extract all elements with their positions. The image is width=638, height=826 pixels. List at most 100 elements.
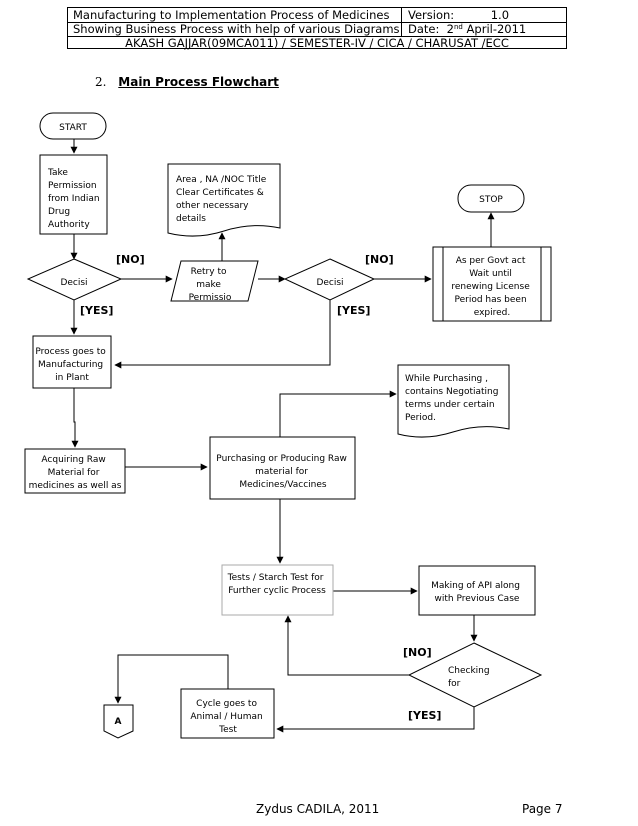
take-permission-line: Permission [48, 181, 97, 191]
process-plant-line: Process goes to [35, 347, 106, 357]
purchasing-line: Medicines/Vaccines [239, 480, 327, 490]
take-permission-line: from Indian [48, 194, 100, 204]
checking-line: for [448, 679, 461, 689]
date-sup: nd [454, 23, 463, 31]
tests-line: Further cyclic Process [228, 586, 326, 596]
area-doc-line: other necessary [176, 201, 249, 211]
arrow-cycle-to-connector [114, 654, 229, 704]
purchasing-notes-line: terms under certain [405, 400, 495, 410]
footer-page-number: Page 7 [522, 802, 563, 816]
govt-act-line: expired. [474, 308, 511, 318]
process-plant-box: Process goes to Manufacturing in Plant [32, 335, 112, 389]
purchasing-box: Purchasing or Producing Raw material for… [209, 436, 356, 500]
arrow-plant-to-acquire [71, 388, 79, 448]
acquiring-line: medicines as well as [29, 481, 122, 491]
take-permission-line: Authority [48, 220, 90, 230]
yes-label: [YES] [408, 709, 441, 722]
acquiring-text: Acquiring Raw Material for medicines as … [29, 455, 122, 491]
purchasing-text: Purchasing or Producing Raw material for… [216, 454, 349, 490]
no-label: [NO] [365, 253, 394, 266]
purchasing-notes-line: Period. [405, 413, 436, 423]
date-prefix: Date: 2 [408, 22, 454, 36]
checking-text: Checking for [448, 666, 492, 689]
govt-act-line: renewing License [451, 282, 530, 292]
purchasing-notes: While Purchasing , contains Negotiating … [397, 364, 510, 438]
stop-label: STOP [479, 195, 503, 205]
cycle-line: Animal / Human [190, 712, 262, 722]
tests-box: Tests / Starch Test for Further cyclic P… [221, 564, 334, 616]
off-page-connector: A [103, 704, 134, 739]
section-number: 2. [95, 75, 107, 89]
checking-line: Checking [448, 666, 490, 676]
arrow-checking-to-cycle [276, 707, 475, 733]
acquiring-line: Material for [48, 468, 100, 478]
decision-1: Decisi [26, 258, 123, 301]
govt-act-text: As per Govt act Wait until renewing Lice… [451, 256, 532, 318]
yes-label: [YES] [80, 304, 113, 317]
retry-text: Retry to make Permissio [189, 267, 232, 303]
purchasing-notes-line: While Purchasing , [405, 374, 488, 384]
govt-act-line: Wait until [469, 269, 512, 279]
page-header: Manufacturing to Implementation Process … [67, 7, 568, 50]
start-terminator: START [39, 112, 107, 140]
checking-decision: Checking for [407, 642, 543, 708]
start-label: START [59, 123, 87, 133]
api-line: with Previous Case [435, 594, 520, 604]
tests-line: Tests / Starch Test for [227, 573, 324, 583]
no-label: [NO] [403, 646, 432, 659]
retry-line: Permissio [189, 293, 232, 303]
connector-lines [70, 139, 495, 733]
retry-box: Retry to make Permissio [170, 260, 259, 303]
area-doc-line: Clear Certificates & [176, 188, 264, 198]
version: Version: 1.0 [401, 8, 568, 22]
area-documents: Area , NA /NOC Title Clear Certificates … [167, 163, 281, 237]
purchasing-notes-text: While Purchasing , contains Negotiating … [405, 374, 501, 423]
footer-company: Zydus CADILA, 2011 [256, 802, 380, 816]
document-title: Manufacturing to Implementation Process … [73, 8, 390, 22]
govt-act-line: As per Govt act [456, 256, 526, 266]
tests-text: Tests / Starch Test for Further cyclic P… [227, 573, 327, 596]
area-documents-text: Area , NA /NOC Title Clear Certificates … [176, 175, 269, 224]
no-label: [NO] [116, 253, 145, 266]
header-row-2: Showing Business Process with help of va… [68, 22, 566, 37]
cycle-box: Cycle goes to Animal / Human Test [180, 688, 275, 739]
process-plant-text: Process goes to Manufacturing in Plant [35, 347, 108, 383]
govt-act-line: Period has been [454, 295, 526, 305]
take-permission-line: Drug [48, 207, 70, 217]
process-plant-line: in Plant [55, 373, 89, 383]
cycle-text: Cycle goes to Animal / Human Test [190, 699, 265, 735]
process-plant-line: Manufacturing [38, 360, 103, 370]
purchasing-line: Purchasing or Producing Raw [216, 454, 347, 464]
stop-terminator: STOP [457, 184, 525, 213]
api-box: Making of API along with Previous Case [418, 565, 536, 616]
take-permission-text: Take Permission from Indian Drug Authori… [47, 168, 102, 230]
arrow-decision2-to-plant [114, 300, 331, 369]
api-line: Making of API along [431, 581, 520, 591]
retry-line: make [196, 280, 221, 290]
decision-2-label: Decisi [316, 278, 343, 288]
area-doc-line: Area , NA /NOC Title [176, 175, 267, 185]
document-subtitle: Showing Business Process with help of va… [73, 22, 400, 36]
cycle-line: Cycle goes to [196, 699, 257, 709]
purchasing-line: material for [255, 467, 308, 477]
arrow-checking-to-tests [284, 615, 409, 676]
retry-line: Retry to [191, 267, 227, 277]
cycle-line: Test [218, 725, 237, 735]
section-title: Main Process Flowchart [118, 75, 279, 89]
author-line: AKASH GAJJAR(09MCA011) / SEMESTER-IV / C… [125, 36, 509, 50]
date-suffix: April-2011 [462, 22, 527, 36]
purchasing-notes-line: contains Negotiating [405, 387, 498, 397]
arrow-purchase-to-doc [279, 390, 397, 437]
decision-2: Decisi [283, 258, 376, 301]
connector-label: A [115, 717, 122, 727]
decision-1-label: Decisi [60, 278, 87, 288]
date: Date: 2nd April-2011 [401, 22, 568, 36]
take-permission-line: Take [47, 168, 68, 178]
yes-label: [YES] [337, 304, 370, 317]
acquiring-box: Acquiring Raw Material for medicines as … [24, 448, 126, 494]
take-permission-box: Take Permission from Indian Drug Authori… [39, 154, 108, 235]
acquiring-line: Acquiring Raw [41, 455, 105, 465]
govt-act-box: As per Govt act Wait until renewing Lice… [432, 246, 552, 322]
area-doc-line: details [176, 214, 206, 224]
